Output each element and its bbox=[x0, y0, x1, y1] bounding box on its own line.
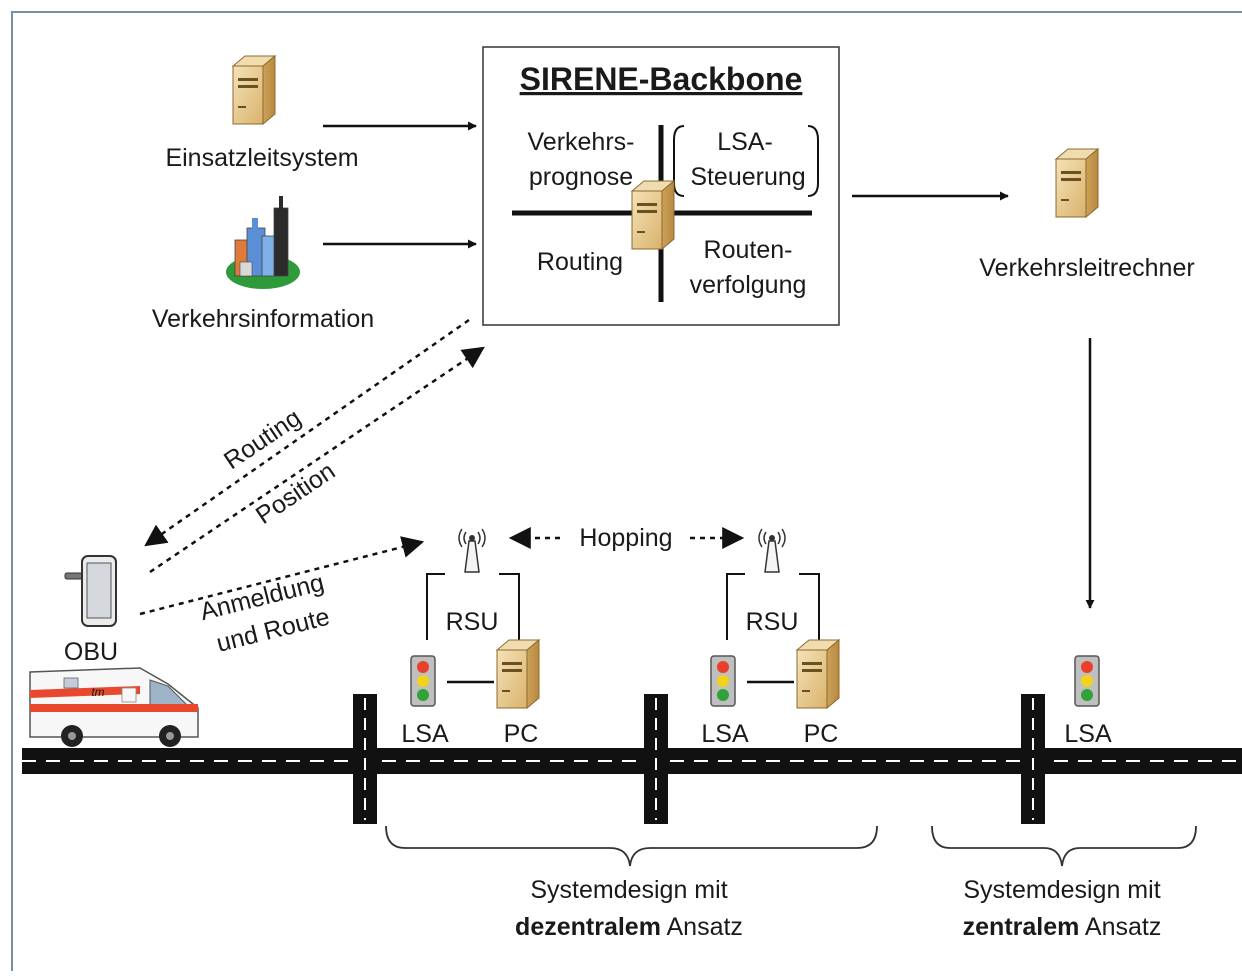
backbone-box: SIRENE-Backbone Verkehrs- prognose LSA- … bbox=[482, 46, 840, 326]
crossing-2 bbox=[644, 694, 668, 824]
verkehrsinformation-label: Verkehrsinformation bbox=[152, 305, 374, 333]
central-node: LSA bbox=[1064, 655, 1112, 748]
caption-central-bold: zentralem bbox=[963, 913, 1080, 941]
caption-decentral-line1: Systemdesign mit bbox=[530, 876, 727, 904]
caption-decentral-line2: dezentralem Ansatz bbox=[515, 913, 743, 941]
road bbox=[22, 694, 1242, 824]
backbone-title: SIRENE-Backbone bbox=[520, 61, 803, 97]
quadrant-verkehrsprognose-line2: prognose bbox=[529, 163, 633, 191]
rsu-antenna-icon bbox=[758, 528, 786, 573]
backbone-server-icon bbox=[631, 180, 675, 250]
traffic-light-icon bbox=[1074, 655, 1100, 707]
quadrant-routing: Routing bbox=[537, 248, 623, 276]
obu-label: OBU bbox=[64, 638, 118, 666]
verkehrsinformation: Verkehrsinformation bbox=[152, 196, 374, 333]
pc-label: PC bbox=[504, 720, 539, 748]
einsatzleitsystem-label: Einsatzleitsystem bbox=[165, 144, 358, 172]
traffic-light-icon bbox=[710, 655, 736, 707]
brace-decentral bbox=[385, 825, 878, 867]
pc-server-icon bbox=[796, 639, 840, 709]
einsatzleitsystem: Einsatzleitsystem bbox=[165, 55, 359, 172]
quadrant-routenverfolgung-line1: Routen- bbox=[704, 236, 793, 264]
link-anmeldung bbox=[139, 536, 425, 616]
label-position: Position bbox=[251, 457, 340, 530]
bracket-right bbox=[807, 125, 819, 197]
label-hopping: Hopping bbox=[579, 524, 672, 552]
ambulance-logo: tm bbox=[91, 685, 104, 699]
ambulance-icon: tm bbox=[29, 667, 199, 747]
bracket-left bbox=[673, 125, 685, 197]
caption-central-line2: zentralem Ansatz bbox=[963, 913, 1162, 941]
brace-central bbox=[931, 825, 1197, 867]
decentral-node-2: RSU LSA PC bbox=[701, 528, 840, 748]
pc-label: PC bbox=[804, 720, 839, 748]
traffic-light-icon bbox=[410, 655, 436, 707]
caption-central-line1: Systemdesign mit bbox=[963, 876, 1160, 904]
link-position bbox=[149, 346, 485, 574]
verkehrsleitrechner-server-icon bbox=[1055, 148, 1099, 218]
rsu-antenna-icon bbox=[458, 528, 486, 573]
crossing-1 bbox=[353, 694, 377, 824]
quadrant-lsa-steuerung-line1: LSA- bbox=[717, 128, 773, 156]
verkehrsleitrechner-label: Verkehrsleitrechner bbox=[979, 254, 1194, 282]
rsu-label: RSU bbox=[746, 608, 799, 636]
caption-decentral-bold: dezentralem bbox=[515, 913, 661, 941]
pc-server-icon bbox=[496, 639, 540, 709]
verkehrsleitrechner: Verkehrsleitrechner bbox=[979, 148, 1195, 282]
caption-decentral-rest: Ansatz bbox=[661, 913, 743, 941]
rsu-label: RSU bbox=[446, 608, 499, 636]
lsa-label: LSA bbox=[401, 720, 449, 748]
lsa-label: LSA bbox=[1064, 720, 1112, 748]
caption-central-rest: Ansatz bbox=[1079, 913, 1161, 941]
quadrant-lsa-steuerung-line2: Steuerung bbox=[690, 163, 805, 191]
outer-frame bbox=[11, 11, 1242, 976]
crossing-3 bbox=[1021, 694, 1045, 824]
quadrant-routenverfolgung-line2: verfolgung bbox=[690, 271, 807, 299]
quadrant-verkehrsprognose-line1: Verkehrs- bbox=[528, 128, 635, 156]
lsa-label: LSA bbox=[701, 720, 749, 748]
link-routing bbox=[144, 318, 470, 547]
decentral-node-1: RSU LSA PC bbox=[401, 528, 540, 748]
city-icon bbox=[226, 196, 300, 289]
obu-device: OBU bbox=[64, 555, 118, 666]
einsatzleitsystem-server-icon bbox=[232, 55, 276, 125]
